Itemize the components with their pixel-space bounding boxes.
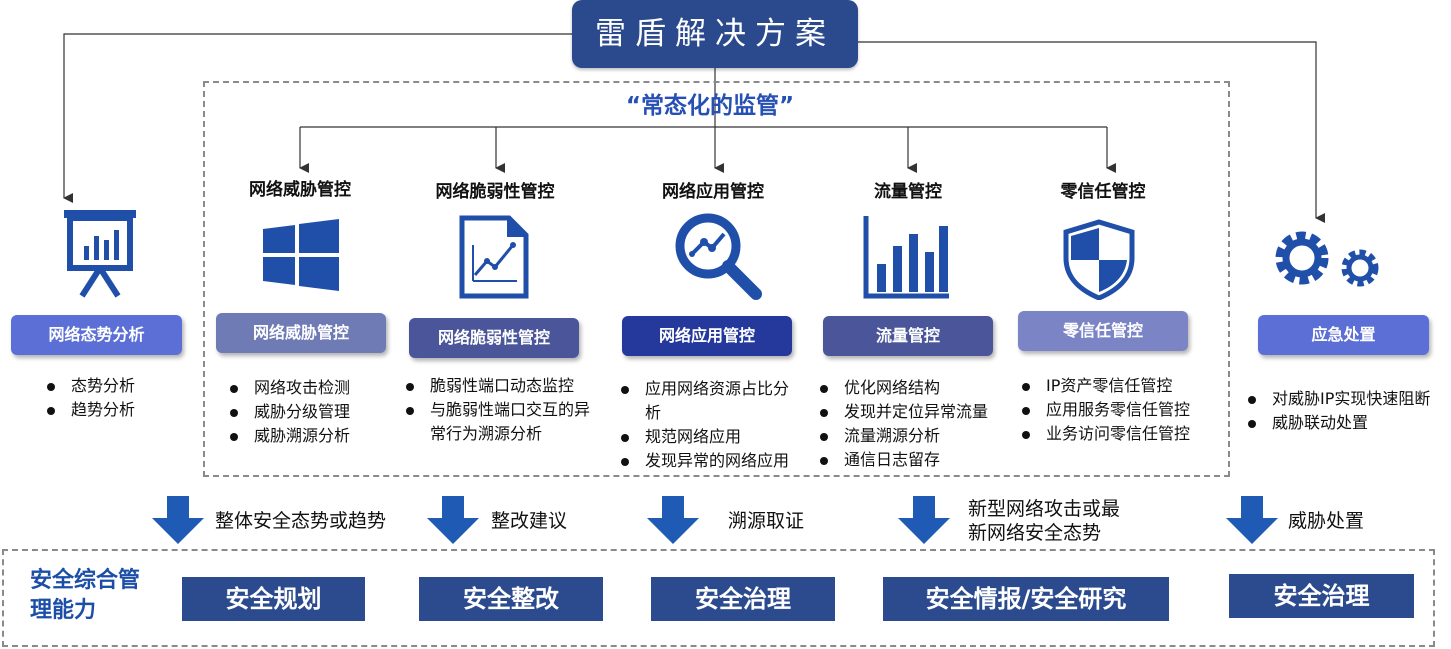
list-item: IP资产零信任管控 xyxy=(1020,374,1190,398)
col-title-application: 网络应用管控 xyxy=(662,182,764,202)
flow-label-forensics: 溯源取证 xyxy=(728,510,805,532)
list-item: 威胁联动处置 xyxy=(1246,411,1430,435)
list-item: 趋势分析 xyxy=(45,398,135,422)
flow-label-intelligence: 新型网络攻击或最新网络安全态势 xyxy=(968,498,1121,544)
traffic-bullets: 优化网络结构 发现并定位异常流量 流量溯源分析 通信日志留存 xyxy=(818,376,988,472)
capability-governance: 安全治理 xyxy=(651,577,835,621)
list-item: 脆弱性端口动态监控 xyxy=(404,374,594,398)
situation-analysis-label: 网络态势分析 xyxy=(11,315,182,355)
flow-label-disposal: 威胁处置 xyxy=(1288,510,1365,532)
list-item: 规范网络应用 xyxy=(619,425,804,449)
zero-trust-control-label: 零信任管控 xyxy=(1018,311,1188,351)
capability-planning: 安全规划 xyxy=(182,577,365,621)
list-item: 态势分析 xyxy=(45,374,135,398)
list-item: 威胁分级管理 xyxy=(228,400,350,424)
shield-icon xyxy=(1062,218,1136,301)
zero-trust-bullets: IP资产零信任管控 应用服务零信任管控 业务访问零信任管控 xyxy=(1020,374,1190,446)
application-control-label: 网络应用管控 xyxy=(622,316,792,356)
flow-label-posture: 整体安全态势或趋势 xyxy=(215,510,387,532)
gears-icon xyxy=(1268,222,1386,298)
threat-bullets: 网络攻击检测 威胁分级管理 威胁溯源分析 xyxy=(228,376,350,448)
list-item: 网络攻击检测 xyxy=(228,376,350,400)
list-item: 通信日志留存 xyxy=(818,448,988,472)
bar-chart-icon xyxy=(863,216,951,300)
list-item: 应用网络资源占比分析 xyxy=(619,377,804,425)
solution-title: 雷盾解决方案 xyxy=(572,0,858,68)
capability-rectification: 安全整改 xyxy=(419,577,603,621)
list-item: 发现并定位异常流量 xyxy=(818,400,988,424)
list-item: 发现异常的网络应用 xyxy=(619,449,804,473)
capability-title: 安全综合管理能力 xyxy=(30,568,141,623)
emergency-response-label: 应急处置 xyxy=(1258,315,1429,355)
monitoring-subtitle: “常态化的监管” xyxy=(625,93,795,119)
left-bullets: 态势分析 趋势分析 xyxy=(45,374,135,422)
down-arrow-icon xyxy=(152,496,204,544)
col-title-zero-trust: 零信任管控 xyxy=(1060,182,1146,202)
document-chart-icon xyxy=(459,215,529,299)
col-title-vulnerability: 网络脆弱性管控 xyxy=(435,182,555,202)
application-bullets: 应用网络资源占比分析 规范网络应用 发现异常的网络应用 xyxy=(619,377,804,473)
windows-logo-icon xyxy=(263,219,339,291)
right-bullets: 对威胁IP实现快速阻断 威胁联动处置 xyxy=(1246,387,1430,435)
down-arrow-icon xyxy=(427,496,479,544)
capability-region xyxy=(2,549,1435,647)
col-title-traffic: 流量管控 xyxy=(874,182,942,202)
down-arrow-icon xyxy=(1226,496,1278,544)
magnifier-chart-icon xyxy=(672,212,762,300)
list-item: 与脆弱性端口交互的异常行为溯源分析 xyxy=(404,398,594,446)
threat-control-label: 网络威胁管控 xyxy=(216,313,386,353)
list-item: 流量溯源分析 xyxy=(818,424,988,448)
list-item: 对威胁IP实现快速阻断 xyxy=(1246,387,1430,411)
down-arrow-icon xyxy=(647,496,699,544)
vulnerability-control-label: 网络脆弱性管控 xyxy=(409,318,579,358)
capability-governance-2: 安全治理 xyxy=(1229,574,1414,618)
list-item: 优化网络结构 xyxy=(818,376,988,400)
list-item: 应用服务零信任管控 xyxy=(1020,398,1190,422)
capability-intelligence-research: 安全情报/安全研究 xyxy=(883,577,1169,621)
list-item: 威胁溯源分析 xyxy=(228,424,350,448)
col-title-threat: 网络威胁管控 xyxy=(249,180,351,200)
down-arrow-icon xyxy=(898,496,950,544)
traffic-control-label: 流量管控 xyxy=(823,316,993,356)
vulnerability-bullets: 脆弱性端口动态监控 与脆弱性端口交互的异常行为溯源分析 xyxy=(404,374,594,446)
monitoring-region xyxy=(203,81,1230,477)
presentation-chart-icon xyxy=(62,208,138,298)
list-item: 业务访问零信任管控 xyxy=(1020,422,1190,446)
flow-label-rectification: 整改建议 xyxy=(491,510,568,532)
